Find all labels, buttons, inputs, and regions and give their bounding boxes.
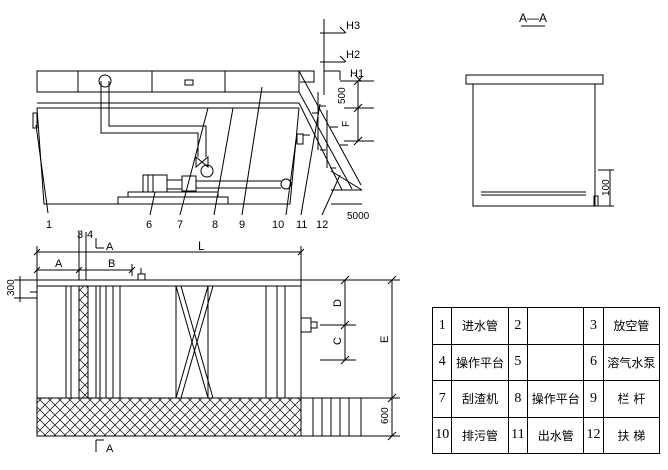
label-b: B (108, 258, 115, 270)
section-tank (472, 83, 596, 207)
elevation-view (32, 19, 374, 216)
label-h3: H3 (346, 20, 360, 32)
legend-name: 放空管 (602, 307, 661, 345)
tank-body (36, 107, 300, 205)
valve-icon (195, 155, 209, 169)
plan-stairs (312, 397, 362, 437)
plan-sludge-zone (36, 397, 302, 437)
legend-name: 操作平台 (451, 343, 509, 381)
legend-name: 出水管 (527, 416, 585, 454)
callout-11: 11 (296, 219, 307, 231)
inlet-fitting (98, 74, 112, 88)
label-100: 100 (601, 179, 612, 196)
label-d: D (332, 299, 344, 307)
callout-1: 1 (46, 219, 52, 231)
legend-name: 刮渣机 (451, 380, 509, 418)
plan-view (14, 232, 400, 452)
callout-8: 8 (212, 219, 218, 231)
legend-name: 进水管 (451, 307, 509, 345)
cut-label-bottom: A (106, 443, 114, 455)
inlet-pipe (32, 112, 38, 129)
plan-outlet (300, 317, 312, 333)
callout-12: 12 (316, 219, 328, 231)
pump-base (127, 191, 219, 198)
section-top-rail (465, 74, 604, 85)
label-h1: H1 (350, 68, 364, 80)
label-f: F (341, 121, 352, 127)
callout-9: 9 (239, 219, 245, 231)
label-600: 600 (380, 407, 391, 424)
section-title: A—A (519, 11, 547, 25)
legend-number: 5 (507, 343, 529, 381)
legend-number: 1 (431, 307, 453, 345)
legend-number: 12 (583, 416, 604, 454)
callout-7: 7 (177, 219, 183, 231)
elevation-labels: H3 H2 H1 5000 1 6 7 8 9 10 11 12 (46, 20, 370, 231)
plan-cell-1 (119, 285, 177, 399)
legend-name: 操作平台 (527, 380, 585, 418)
plan-cell-2 (207, 285, 267, 399)
legend-number: 10 (431, 416, 453, 454)
label-h2: H2 (346, 49, 360, 61)
legend-number: 7 (431, 380, 453, 418)
callout-6: 6 (146, 219, 152, 231)
callout-3: 3 (77, 229, 83, 241)
plan-labels: 3 4 A A L A B (55, 229, 205, 455)
legend-name: 栏 杆 (602, 380, 661, 418)
legend-name: 排污管 (451, 416, 509, 454)
label-300: 300 (6, 279, 17, 296)
legend-name (527, 343, 585, 381)
callout-4: 4 (87, 229, 93, 241)
pump-motor (142, 174, 168, 193)
cut-label-top: A (106, 241, 114, 253)
callout-10: 10 (272, 219, 284, 231)
legend-number: 4 (431, 343, 453, 381)
railing-top (36, 70, 300, 93)
label-c: C (332, 337, 344, 345)
label-e: E (379, 336, 391, 343)
plan-baffle (78, 285, 89, 399)
section-aa-view (465, 25, 614, 207)
legend-number: 11 (507, 416, 529, 454)
label-500: 500 (337, 87, 348, 104)
legend-name (527, 307, 585, 345)
legend-number: 3 (583, 307, 604, 345)
legend-number: 2 (507, 307, 529, 345)
legend-number: 9 (583, 380, 604, 418)
label-l: L (198, 239, 205, 253)
outlet-pipe (296, 133, 304, 145)
legend-name: 溶气水泵 (602, 343, 661, 381)
legend-name: 扶 梯 (602, 416, 661, 454)
label-a: A (55, 258, 63, 270)
legend-number: 8 (507, 380, 529, 418)
legend-number: 6 (583, 343, 604, 381)
label-5000: 5000 (347, 211, 370, 222)
